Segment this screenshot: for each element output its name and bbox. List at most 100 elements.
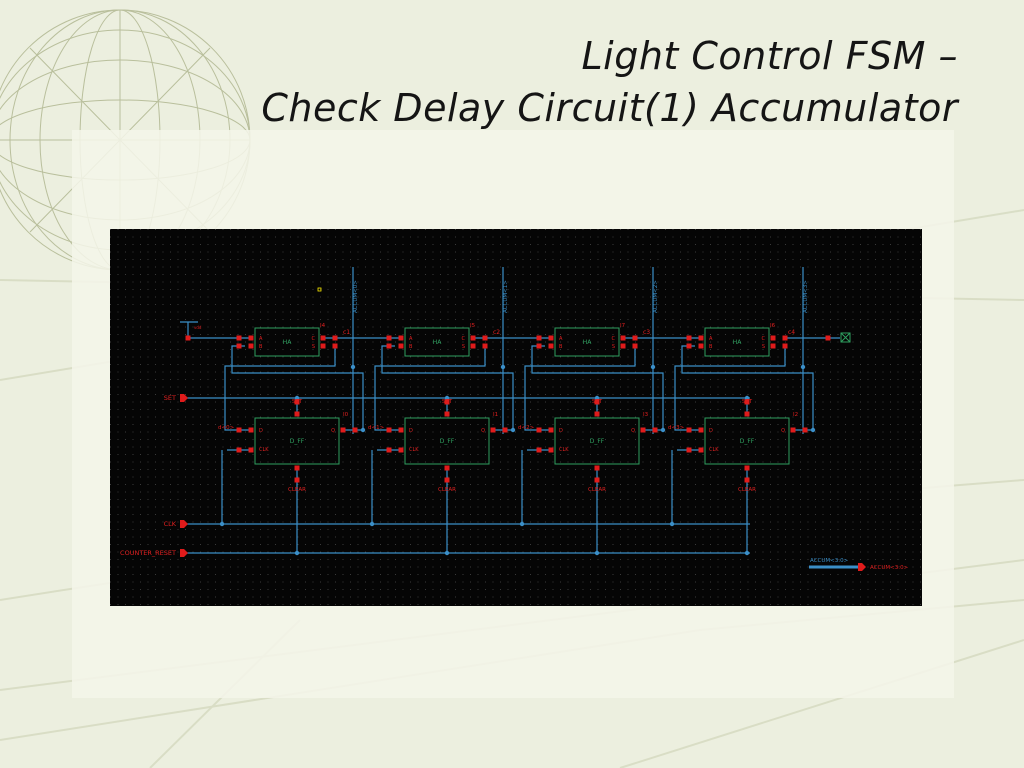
- dff-instance: I3: [643, 412, 649, 418]
- pin-marker: [698, 335, 704, 341]
- half-adder-name: HA: [583, 339, 593, 346]
- pin-marker: [482, 335, 488, 341]
- pin-marker: [470, 343, 476, 349]
- d-net-label: d<1>: [368, 425, 385, 431]
- dff-name: D_FF: [290, 438, 305, 445]
- pin-marker: [502, 427, 508, 433]
- junction-dot: [660, 427, 666, 433]
- pin-marker: [620, 343, 626, 349]
- dff-block: [704, 417, 790, 465]
- dff-pin-clk: CLK: [559, 447, 569, 453]
- carry-net-label: c4: [788, 329, 795, 336]
- pin-marker: [802, 427, 808, 433]
- pin-marker: [536, 427, 542, 433]
- pin-marker: [744, 399, 750, 405]
- pin-marker: [790, 427, 796, 433]
- pin-marker: [548, 427, 554, 433]
- pin-marker: [536, 335, 542, 341]
- dff-pin-set: SET: [292, 399, 303, 405]
- pin-marker: [386, 427, 392, 433]
- pin-marker: [444, 477, 450, 483]
- dff-name: D_FF: [740, 438, 755, 445]
- half-adder-pin-a: A: [709, 336, 713, 342]
- pin-marker: [594, 399, 600, 405]
- half-adder-pin-c: C: [762, 336, 766, 342]
- pin-marker: [332, 343, 338, 349]
- pin-marker: [698, 427, 704, 433]
- dff-pin-q: Q: [781, 428, 785, 434]
- pin-marker: [320, 335, 326, 341]
- q-feedback-wire: [231, 345, 364, 431]
- pin-marker: [320, 343, 326, 349]
- dff-pin-clear: CLEAR: [738, 487, 756, 493]
- pin-marker: [332, 335, 338, 341]
- dff-pin-clk: CLK: [259, 447, 269, 453]
- dff-instance: I0: [343, 412, 349, 418]
- half-adder-instance: I4: [320, 323, 326, 329]
- dff-pin-set: SET: [742, 399, 753, 405]
- pin-marker: [744, 465, 750, 471]
- dff-pin-clk: CLK: [409, 447, 419, 453]
- pin-marker: [386, 447, 392, 453]
- pin-marker: [548, 343, 554, 349]
- title-line-1: Light Control FSM –: [581, 34, 958, 78]
- half-adder-pin-s: S: [312, 344, 315, 350]
- pin-marker: [236, 335, 242, 341]
- pin-marker: [632, 335, 638, 341]
- dff-pin-set: SET: [442, 399, 453, 405]
- pin-marker: [620, 335, 626, 341]
- pin-marker: [248, 335, 254, 341]
- no-connect-terminal: [840, 332, 851, 343]
- junction-dot: [800, 364, 806, 370]
- junction-dot: [294, 550, 300, 556]
- half-adder-instance: I5: [470, 323, 476, 329]
- pin-marker: [770, 343, 776, 349]
- dff-pin-q: Q: [481, 428, 485, 434]
- half-adder-block: [554, 327, 620, 357]
- pin-marker: [236, 427, 242, 433]
- pin-marker: [294, 477, 300, 483]
- clk-input-pin: [180, 520, 188, 528]
- set-input-pin: [180, 394, 188, 402]
- junction-dot: [744, 395, 750, 401]
- pin-marker: [640, 427, 646, 433]
- pin-marker: [398, 335, 404, 341]
- d-net-label: d<0>: [218, 425, 235, 431]
- pin-marker: [444, 399, 450, 405]
- sum-to-d-wire: [224, 346, 336, 431]
- pin-marker: [294, 465, 300, 471]
- pin-marker: [444, 411, 450, 417]
- pin-marker: [386, 335, 392, 341]
- pin-marker: [686, 335, 692, 341]
- half-adder-block: [404, 327, 470, 357]
- dff-name: D_FF: [590, 438, 605, 445]
- half-adder-pin-s: S: [612, 344, 615, 350]
- junction-dot: [500, 364, 506, 370]
- q-feedback-wire: [381, 345, 514, 431]
- carry-net-label: c2: [493, 329, 500, 336]
- dff-pin-q: Q: [331, 428, 335, 434]
- accum-net-label: ACCUM<3>: [803, 280, 809, 313]
- pin-marker: [536, 343, 542, 349]
- half-adder-pin-a: A: [259, 336, 263, 342]
- junction-dot: [669, 521, 675, 527]
- accum-net-label: ACCUM<0>: [353, 280, 359, 313]
- accum-bus-label: ACCUM<3:0>: [810, 558, 849, 564]
- set-input-label: SET: [164, 394, 176, 402]
- pin-marker: [398, 343, 404, 349]
- half-adder-block: [704, 327, 770, 357]
- d-net-label: d<3>: [668, 425, 685, 431]
- pin-marker: [248, 427, 254, 433]
- junction-dot: [810, 427, 816, 433]
- marker-square: [317, 287, 322, 292]
- pin-marker: [352, 427, 358, 433]
- pin-marker: [548, 335, 554, 341]
- junction-dot: [519, 521, 525, 527]
- pin-marker: [770, 335, 776, 341]
- half-adder-pin-c: C: [312, 336, 316, 342]
- title-line-2: Check Delay Circuit(1) Accumulator: [261, 86, 958, 130]
- half-adder-instance: I7: [620, 323, 626, 329]
- junction-dot: [650, 364, 656, 370]
- pin-marker: [185, 335, 191, 341]
